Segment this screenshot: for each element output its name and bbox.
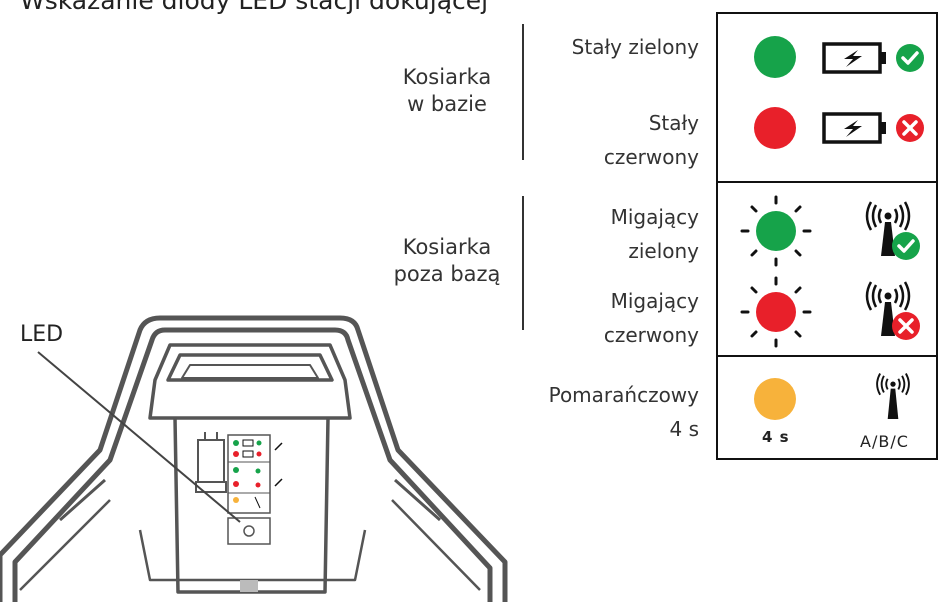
signal-tower-icon bbox=[865, 201, 920, 260]
state-label-orange: Pomarańczowy 4 s bbox=[548, 383, 699, 441]
signal-tower-icon bbox=[876, 373, 910, 419]
battery-charging-icon bbox=[822, 112, 924, 144]
state-label-blink-green: Migający zielony bbox=[610, 205, 699, 263]
led-solid-green bbox=[754, 36, 796, 78]
check-circle-icon bbox=[896, 44, 924, 72]
signal-tower-icon bbox=[865, 281, 920, 340]
led-blinking-green bbox=[740, 195, 812, 267]
led-orange bbox=[754, 378, 796, 420]
channel-label: A/B/C bbox=[860, 432, 909, 451]
led-legend-box bbox=[716, 12, 938, 460]
state-label-blink-red: Migający czerwony bbox=[603, 289, 699, 347]
led-blinking-red bbox=[740, 276, 812, 348]
led-callout-line bbox=[37, 351, 241, 523]
group-divider-out-of-base bbox=[522, 196, 524, 330]
group-divider-in-base bbox=[522, 24, 524, 160]
led-callout-label: LED bbox=[20, 322, 64, 347]
group-label-out-of-base: Kosiarka poza bazą bbox=[393, 235, 501, 286]
docking-station-diagram bbox=[0, 315, 508, 602]
state-label-solid-red: Stały czerwony bbox=[603, 111, 699, 169]
legend-separator-1 bbox=[716, 181, 938, 183]
page-title: Wskazanie diody LED stacji dokującej bbox=[20, 0, 489, 15]
orange-duration: 4 s bbox=[762, 428, 790, 446]
state-label-solid-green: Stały zielony bbox=[571, 35, 699, 59]
led-solid-red bbox=[754, 107, 796, 149]
group-label-in-base: Kosiarka w bazie bbox=[402, 65, 492, 116]
battery-charging-icon bbox=[822, 42, 924, 74]
check-circle-icon bbox=[892, 232, 920, 260]
legend-separator-2 bbox=[716, 355, 938, 357]
